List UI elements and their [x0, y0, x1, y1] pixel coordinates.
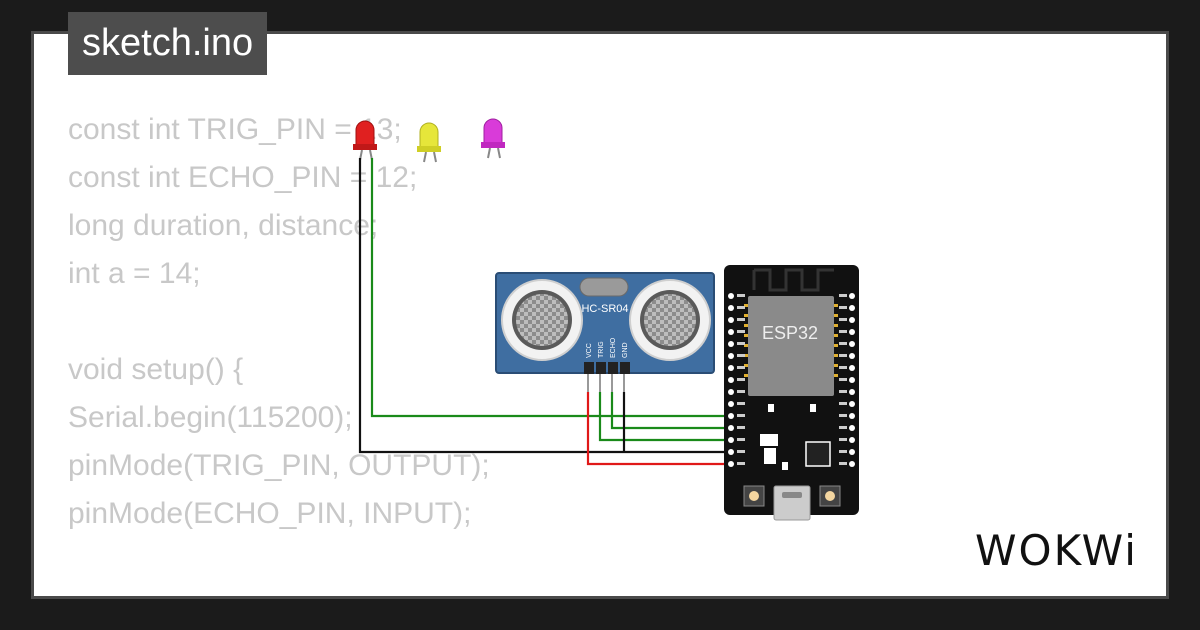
code-background: const int TRIG_PIN = 13; const int ECHO_… [68, 106, 490, 596]
code-line: pinMode(TRIG_PIN, OUTPUT); [68, 449, 490, 482]
wire-vcc [586, 392, 728, 466]
code-line: int a = 14; [68, 257, 201, 290]
sketch-filename-tab[interactable]: sketch.ino [68, 12, 268, 75]
wire-trig [598, 392, 728, 442]
code-line: const int TRIG_PIN = 13; [68, 113, 402, 146]
code-line: pinMode(a, OUTPUT); [68, 586, 490, 596]
wire-led-black [358, 158, 728, 454]
led-red[interactable] [353, 120, 377, 161]
pin-label-vcc: VCC [586, 343, 593, 358]
code-line: const int ECHO_PIN = 12; [68, 161, 418, 194]
code-line: Serial.begin(115200); [68, 401, 353, 434]
code-line: void setup() { [68, 353, 244, 386]
esp32-board[interactable]: ESP32 [724, 265, 859, 521]
wire-echo [610, 392, 728, 430]
pin-label-trig: TRIG [598, 341, 605, 358]
preview-card: const int TRIG_PIN = 13; const int ECHO_… [31, 31, 1169, 599]
sensor-label: HC-SR04 [581, 303, 628, 315]
led-magenta[interactable] [481, 118, 505, 159]
pin-label-echo: ECHO [610, 337, 617, 358]
code-line: long duration, distance; [68, 209, 379, 242]
wokwi-logo: WOKWi [975, 526, 1138, 575]
led-yellow[interactable] [417, 122, 441, 163]
hc-sr04-sensor[interactable]: HC-SR04 VCC TRIG ECHO GND [495, 272, 715, 392]
board-label: ESP32 [762, 323, 818, 343]
code-line: pinMode(ECHO_PIN, INPUT); [68, 497, 472, 530]
wire-led-green [370, 158, 728, 418]
wires [358, 158, 728, 466]
pin-label-gnd: GND [622, 342, 629, 358]
